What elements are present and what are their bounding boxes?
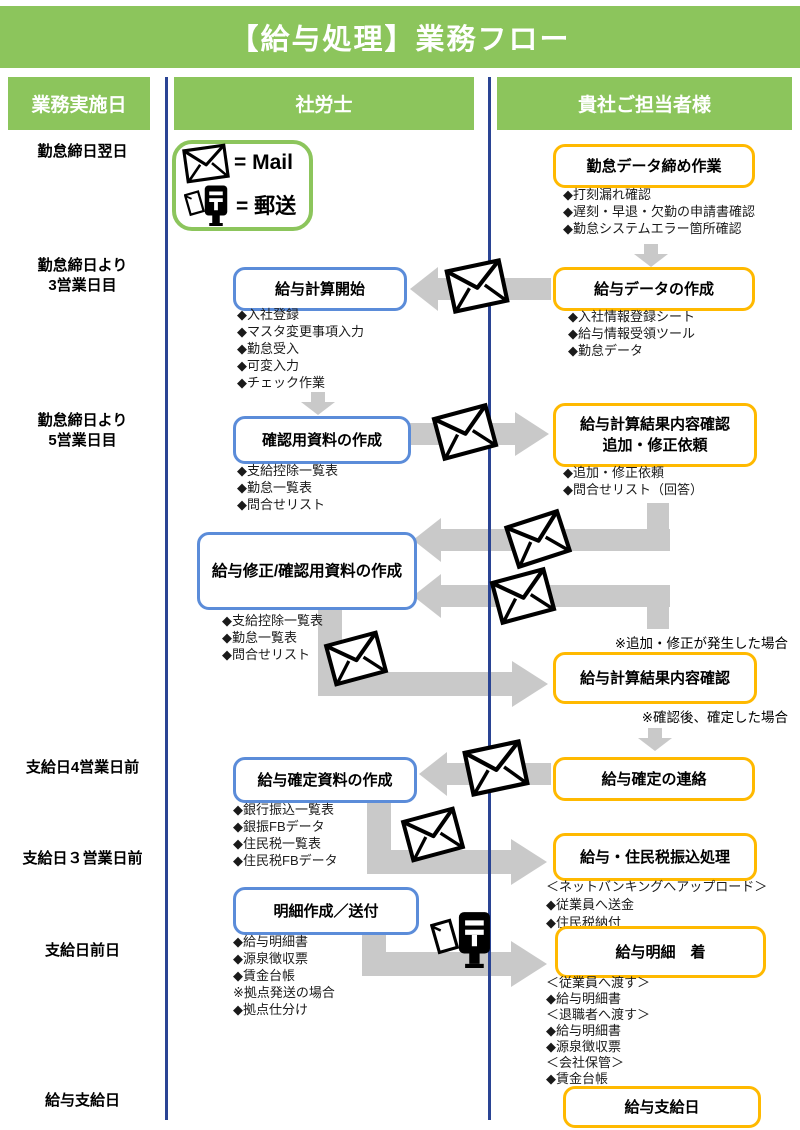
box-revise-docs: 給与修正/確認用資料の作成 [197,532,417,610]
payslip-arrive-items: ＜従業員へ渡す＞ ◆給与明細書 ＜退職者へ渡す＞ ◆給与明細書 ◆源泉徴収票 ＜… [546,975,651,1086]
envelope-icon [489,566,557,625]
envelope-icon [503,508,572,570]
timeline-label-4: 支給日4営業日前 [25,759,140,776]
column-divider-right [488,77,491,1120]
column-header-sharoushi: 社労士 [174,77,474,130]
legend-post-row: = 郵送 [184,183,301,226]
box-attendance-close: 勤怠データ締め作業 [553,144,755,188]
postbox-icon [184,183,229,226]
timeline-label-1: 勤怠締日翌日 [37,143,128,160]
column-header-client: 貴社ご担当者様 [497,77,792,130]
postbox-icon [430,910,492,968]
legend: = Mail = 郵送 [172,140,313,231]
box-payslip-arrive: 給与明細 着 [555,926,766,978]
legend-post-label: = 郵送 [236,194,297,218]
attendance-close-items: ◆打刻漏れ確認 ◆遅刻・早退・欠勤の申請書確認 ◆勤怠システムエラー箇所確認 [563,187,755,236]
timeline-label-3: 勤怠締日より 5営業日目 [37,412,128,449]
box-final-docs: 給与確定資料の作成 [233,757,417,803]
box-payday: 給与支給日 [563,1086,761,1128]
box-confirm-docs: 確認用資料の作成 [233,416,411,464]
timeline-label-6: 支給日前日 [44,942,120,959]
box-transfer: 給与・住民税振込処理 [553,833,757,881]
box-calc-start: 給与計算開始 [233,267,407,311]
envelope-icon [444,257,510,314]
timeline-label-7: 給与支給日 [44,1092,120,1109]
transfer-items: ＜ネットバンキングへアップロード＞ ◆従業員へ送金 ◆住民税納付 [546,879,768,930]
box-result-check: 給与計算結果内容確認 [553,652,757,704]
box-result-check-request: 給与計算結果内容確認 追加・修正依頼 [553,403,757,467]
column-divider-left [165,77,168,1120]
envelope-icon [182,143,230,183]
column-header-date: 業務実施日 [8,77,150,130]
payslip-send-items: ◆給与明細書 ◆源泉徴収票 ◆賃金台帳 ※拠点発送の場合 ◆拠点仕分け [233,934,335,1017]
final-docs-items: ◆銀行振込一覧表 ◆銀振FBデータ ◆住民税一覧表 ◆住民税FBデータ [233,802,338,868]
calc-start-items: ◆入社登録 ◆マスタ変更事項入力 ◆勤怠受入 ◆可変入力 ◆チェック作業 [237,307,364,390]
payroll-data-items: ◆入社情報登録シート ◆給与情報受領ツール ◆勤怠データ [568,309,695,358]
timeline-label-2: 勤怠締日より 3営業日目 [37,257,128,294]
box-final-notice: 給与確定の連絡 [553,757,755,801]
note-revision-case: ※追加・修正が発生した場合 [614,636,788,651]
legend-mail-row: = Mail [182,143,301,183]
box-payroll-data: 給与データの作成 [553,267,755,311]
page-title: 【給与処理】業務フロー [0,6,800,68]
result-check-request-items: ◆追加・修正依頼 ◆問合せリスト（回答） [563,465,703,497]
envelope-icon [462,738,531,797]
note-confirmed-case: ※確認後、確定した場合 [641,710,788,725]
revise-docs-items: ◆支給控除一覧表 ◆勤怠一覧表 ◆問合せリスト [222,613,323,662]
legend-mail-label: = Mail [234,151,293,174]
timeline-label-5: 支給日３営業日前 [22,850,143,867]
box-payslip-send: 明細作成／送付 [233,887,419,935]
confirm-docs-items: ◆支給控除一覧表 ◆勤怠一覧表 ◆問合せリスト [237,463,338,512]
